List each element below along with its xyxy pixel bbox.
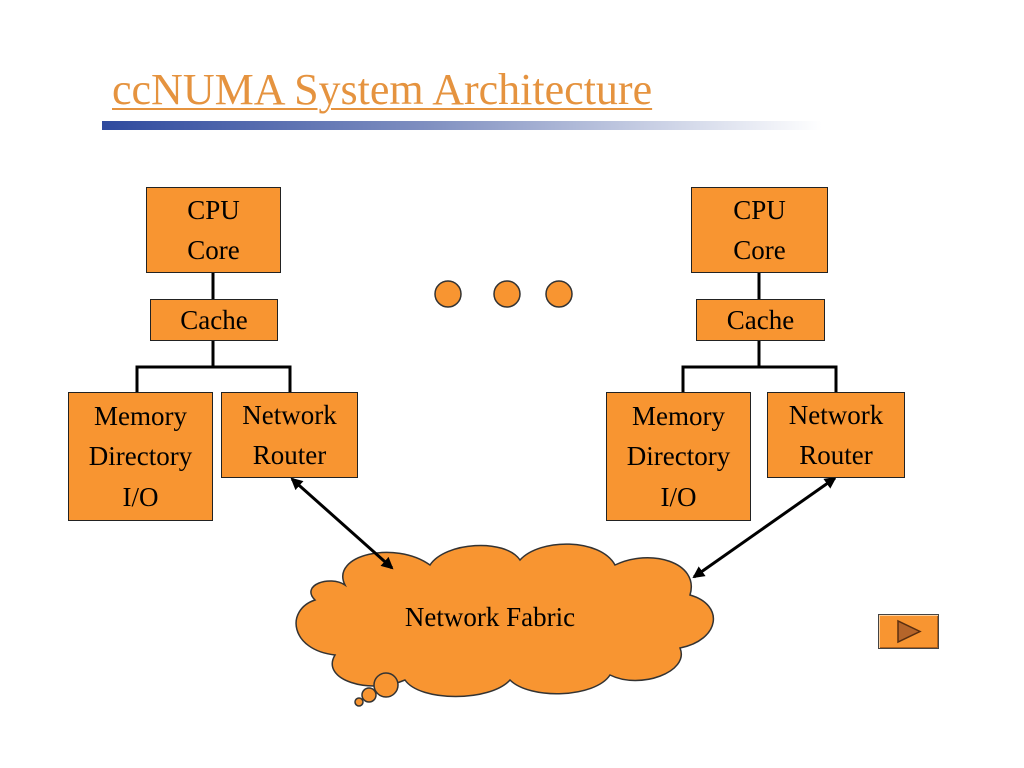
right-cache-box: Cache [696, 299, 825, 341]
ellipsis-dot-1 [434, 280, 462, 308]
left-network-router-box: Network Router [221, 392, 358, 478]
play-triangle-icon [897, 619, 922, 644]
right-memory-directory-io-box: Memory Directory I/O [606, 392, 751, 521]
cloud-bubble-small [354, 697, 364, 707]
cloud-bubble-large [373, 672, 399, 698]
right-memory-directory-io-label: Memory Directory I/O [626, 400, 731, 512]
left-cpu-core-label: CPU Core [187, 194, 240, 266]
network-fabric-cloud [295, 543, 715, 698]
cloud-bubble-medium [361, 687, 377, 703]
left-cache-box: Cache [150, 299, 278, 341]
left-cache-label: Cache [180, 304, 248, 335]
left-node-connectors [135, 272, 292, 392]
network-fabric-label: Network Fabric [404, 602, 576, 632]
left-router-fabric-arrow [290, 477, 394, 570]
right-network-router-label: Network Router [788, 399, 884, 471]
next-slide-button[interactable] [878, 614, 939, 649]
right-cpu-core-box: CPU Core [691, 187, 828, 273]
cloud-tail-bubbles [354, 672, 399, 707]
right-node-connectors [681, 272, 838, 392]
right-cpu-core-label: CPU Core [733, 194, 786, 266]
ellipsis-dots [434, 280, 573, 308]
left-memory-directory-io-box: Memory Directory I/O [68, 392, 213, 521]
ellipsis-dot-2 [493, 280, 521, 308]
left-memory-directory-io-label: Memory Directory I/O [88, 400, 193, 512]
right-cache-label: Cache [726, 304, 795, 335]
right-network-router-box: Network Router [767, 392, 905, 478]
title-underline-bar [102, 121, 822, 130]
slide-title: ccNUMA System Architecture [112, 65, 653, 114]
right-router-fabric-arrow [692, 476, 837, 579]
left-cpu-core-box: CPU Core [146, 187, 281, 273]
ellipsis-dot-3 [545, 280, 573, 308]
left-network-router-label: Network Router [242, 399, 337, 471]
